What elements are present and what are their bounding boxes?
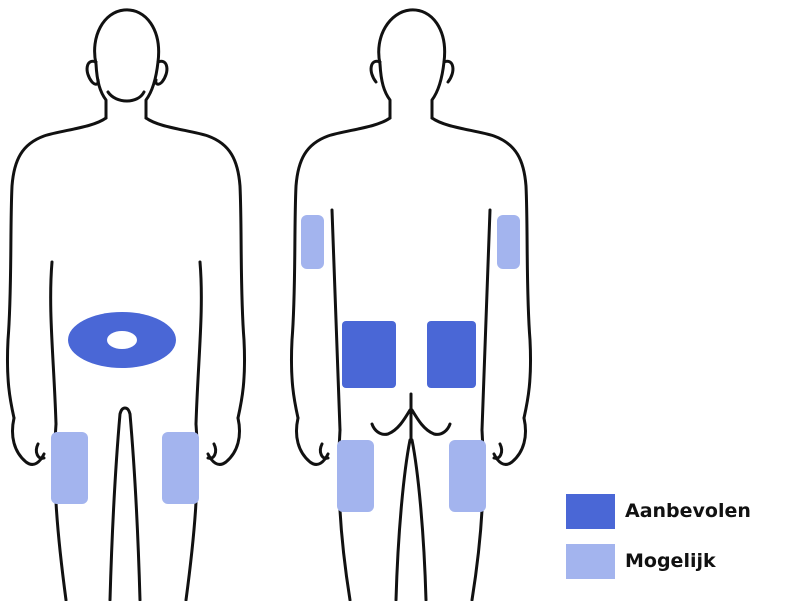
front-chin-outline — [108, 92, 144, 101]
back-head-outline — [379, 10, 445, 118]
legend-label-recommended: Aanbevolen — [625, 500, 751, 522]
back-left-upper-arm-zone — [301, 215, 324, 269]
legend-item-possible: Mogelijk — [566, 540, 751, 582]
legend-swatch-recommended — [566, 494, 615, 529]
back-left-thigh-zone — [337, 440, 374, 512]
front-left-thigh-zone — [162, 432, 199, 504]
back-left-arm-inner — [332, 210, 340, 430]
back-right-upper-arm-zone — [497, 215, 520, 269]
back-right-arm-inner — [482, 210, 490, 430]
front-navel-center — [107, 331, 137, 349]
front-left-arm-inner — [51, 262, 56, 424]
back-right-thigh-zone — [449, 440, 486, 512]
front-body-figure — [7, 10, 244, 600]
legend-label-possible: Mogelijk — [625, 550, 716, 572]
legend-swatch-possible — [566, 544, 615, 579]
front-right-arm-inner — [196, 262, 201, 424]
back-body-figure — [291, 10, 530, 600]
back-ear-right — [444, 61, 453, 82]
back-left-buttock-zone — [342, 321, 396, 388]
front-torso-outline — [7, 118, 244, 418]
back-right-buttock-zone — [427, 321, 476, 388]
legend-item-recommended: Aanbevolen — [566, 490, 751, 532]
back-buttocks-outline — [372, 394, 450, 440]
legend: Aanbevolen Mogelijk — [566, 490, 751, 590]
front-right-thigh-zone — [51, 432, 88, 504]
back-torso-outline — [291, 118, 530, 418]
